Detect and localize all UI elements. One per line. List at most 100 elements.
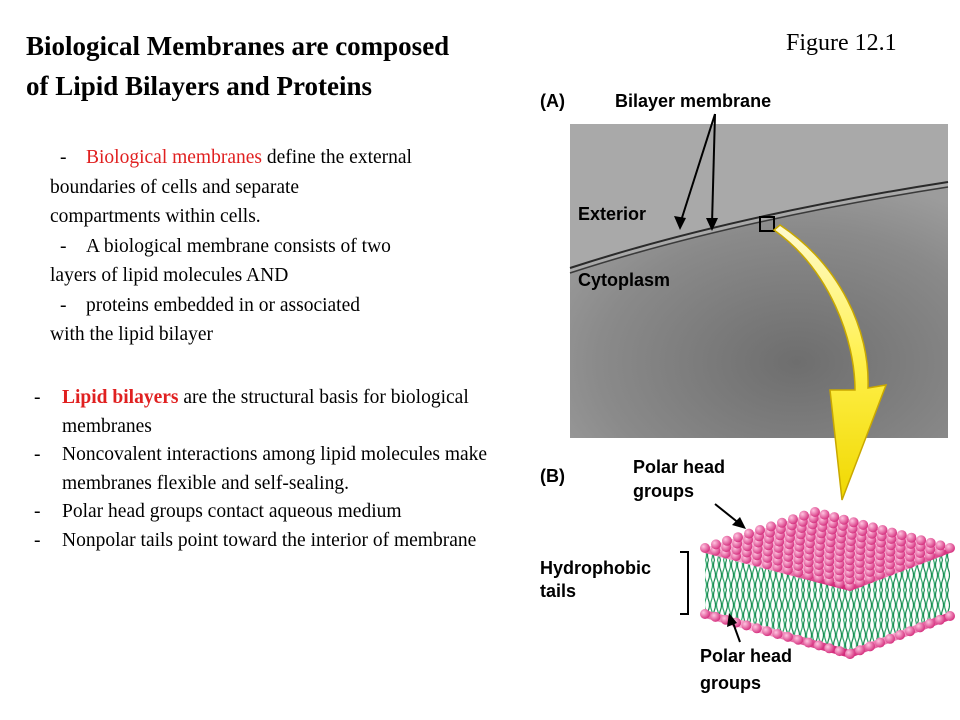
membrane-figure: (A) Bilayer membrane Exterior Cytoplasm … <box>540 91 955 693</box>
hydrophobic-label-2: tails <box>540 581 576 601</box>
bullet-dash: - <box>60 294 67 316</box>
polar-head-sphere <box>799 510 809 521</box>
polar-head-sphere <box>877 525 888 535</box>
polar-head-sphere <box>751 623 762 634</box>
bullet-dash: - <box>34 444 41 465</box>
polar-head-sphere <box>906 532 917 543</box>
polar-top-label-2: groups <box>633 481 694 501</box>
bullet-dash: - <box>60 147 67 168</box>
highlight-term: Lipid bilayers <box>62 387 179 408</box>
polar-head-sphere <box>945 543 955 553</box>
polar-head-sphere <box>915 622 925 633</box>
polar-head-sphere <box>855 645 865 656</box>
polar-top-label-1: Polar head <box>633 457 725 477</box>
polar-head-sphere <box>895 630 905 640</box>
polar-head-sphere <box>772 629 783 639</box>
polar-head-sphere <box>925 537 936 548</box>
hydrophobic-label-1: Hydrophobic <box>540 558 651 578</box>
title-line-2: of Lipid Bilayers and Proteins <box>26 71 373 101</box>
bullet-item: -Polar head groups contact aqueous mediu… <box>28 498 538 527</box>
polar-head-sphere <box>925 618 935 629</box>
polar-head-sphere <box>945 611 955 621</box>
exterior-label: Exterior <box>578 204 646 224</box>
polar-head-sphere <box>766 521 776 532</box>
bullet-item: -Lipid bilayers are the structural basis… <box>28 384 538 441</box>
slide-title: Biological Membranes are composed of Lip… <box>26 26 449 106</box>
bullets-block-2: -Lipid bilayers are the structural basis… <box>28 384 538 555</box>
bullet-text: Noncovalent interactions among lipid mol… <box>62 444 488 494</box>
zoom-box <box>759 216 775 232</box>
bullet-dash: - <box>60 235 67 257</box>
title-line-1: Biological Membranes are composed <box>26 31 450 61</box>
polar-head-sphere <box>829 512 840 523</box>
bullet-line: boundaries of cells and separate <box>50 176 300 198</box>
polar-head-sphere <box>762 626 773 637</box>
polar-head-sphere <box>824 643 835 654</box>
bullet-line: -A biological membrane consists of two <box>50 232 550 262</box>
bullets-block-1: -Biological membranes define the externa… <box>50 143 550 350</box>
bullet-text: A biological membrane consists of two <box>86 235 391 257</box>
polar-head-sphere <box>722 535 732 546</box>
polar-head-sphere <box>858 519 869 530</box>
tails-right-face <box>850 548 950 652</box>
cytoplasm-label: Cytoplasm <box>578 270 670 290</box>
polar-head-sphere <box>935 614 945 625</box>
polar-heads <box>700 507 955 659</box>
polar-head-sphere <box>700 609 710 619</box>
polar-head-sphere <box>819 509 830 520</box>
polar-head-sphere <box>813 640 824 651</box>
polar-head-sphere <box>803 637 814 648</box>
bullet-dash: - <box>34 387 41 408</box>
membrane-line <box>569 181 949 269</box>
pointer-arrow-icon <box>727 613 741 643</box>
tails-left-face <box>705 548 850 652</box>
bullet-line: compartments within cells. <box>50 206 261 227</box>
bullet-text: Polar head groups contact aqueous medium <box>62 501 402 522</box>
bullet-item: -Noncovalent interactions among lipid mo… <box>28 441 538 498</box>
polar-head-sphere <box>733 532 743 543</box>
polar-head-sphere <box>711 539 721 550</box>
polar-head-sphere <box>935 540 946 551</box>
panel-b-label: (B) <box>540 466 565 486</box>
bullet-line: layers of lipid molecules AND <box>50 265 289 286</box>
pointer-arrow-icon <box>714 503 746 529</box>
bullet-line: -proteins embedded in or associated <box>50 291 550 321</box>
bullet-dash: - <box>34 529 41 551</box>
polar-head-sphere <box>710 611 721 622</box>
polar-head-sphere <box>777 517 787 528</box>
figure-label: Figure 12.1 <box>786 30 897 56</box>
polar-head-sphere <box>744 528 754 539</box>
bullet-item: -Nonpolar tails point toward the interio… <box>28 527 538 556</box>
bracket <box>680 551 689 615</box>
highlight-term: Biological membranes <box>86 147 262 168</box>
polar-head-sphere <box>916 535 927 546</box>
polar-head-sphere <box>885 633 895 644</box>
polar-head-sphere <box>896 530 907 541</box>
polar-bottom-label-2: groups <box>700 673 761 693</box>
polar-head-sphere <box>848 517 859 528</box>
lipid-bilayer <box>700 507 955 659</box>
bullet-text: define the external <box>262 147 412 168</box>
polar-head-sphere <box>867 522 878 533</box>
polar-head-sphere <box>865 641 875 652</box>
bullet-text: proteins embedded in or associated <box>86 294 360 316</box>
pointer-arrow-icon <box>674 113 718 231</box>
polar-head-sphere <box>810 507 820 517</box>
polar-head-sphere <box>875 637 885 648</box>
panel-a-label: (A) <box>540 91 565 111</box>
polar-head-sphere <box>788 514 798 525</box>
bullet-dash: - <box>34 501 41 522</box>
polar-head-sphere <box>834 646 845 657</box>
membrane-line <box>569 186 949 274</box>
curved-arrow-icon <box>772 224 888 501</box>
polar-head-sphere <box>793 634 804 645</box>
polar-head-sphere <box>700 543 710 553</box>
polar-head-sphere <box>755 525 765 535</box>
bullet-line: with the lipid bilayer <box>50 324 214 345</box>
polar-bottom-label-1: Polar head <box>700 646 792 666</box>
bullet-text: are the structural basis for biological … <box>62 387 469 437</box>
polar-head-sphere <box>887 527 898 538</box>
polar-head-sphere <box>741 620 752 631</box>
polar-head-sphere <box>782 631 793 642</box>
bullet-text: Nonpolar tails point toward the interior… <box>62 529 477 551</box>
